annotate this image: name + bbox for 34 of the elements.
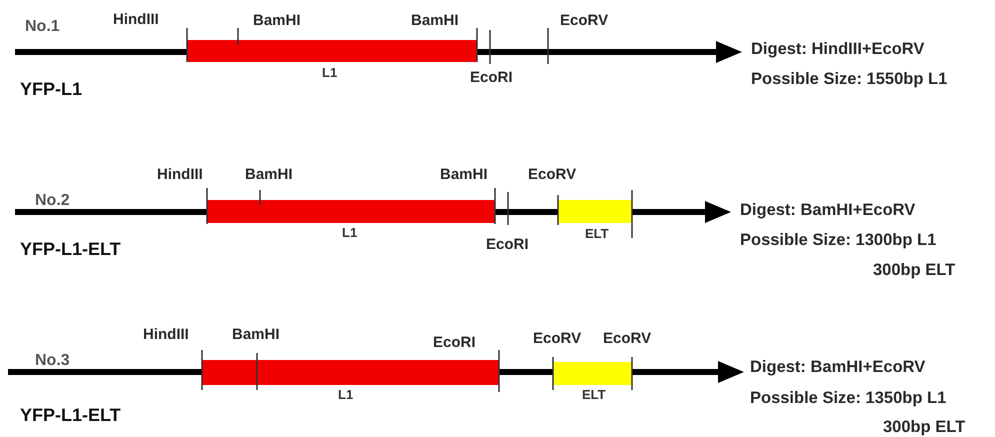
site-label: EcoRI: [486, 237, 529, 254]
construct-number: No.1: [25, 18, 60, 36]
construct-name: YFP-L1-ELT: [20, 406, 121, 426]
site-label: EcoRV: [560, 13, 608, 30]
site-label: HindIII: [143, 327, 189, 344]
size-note: 300bp ELT: [873, 261, 956, 280]
site-label: BamHI: [245, 167, 293, 184]
insert-label: L1: [342, 226, 358, 240]
size-note: Possible Size: 1300bp L1: [740, 231, 936, 250]
construct-number: No.2: [35, 192, 70, 210]
insert-label: L1: [338, 388, 354, 402]
site-label: EcoRV: [603, 331, 652, 348]
size-note: Possible Size: 1550bp L1: [751, 70, 948, 88]
size-note: Possible Size: 1350bp L1: [750, 389, 946, 408]
site-label: BamHI: [253, 13, 301, 30]
construct-number: No.3: [35, 352, 70, 370]
insert-label: ELT: [582, 388, 606, 402]
site-label: EcoRV: [533, 331, 582, 348]
site-label: EcoRI: [433, 335, 476, 352]
construct-name: YFP-L1-ELT: [20, 240, 121, 260]
site-label: BamHI: [232, 327, 280, 344]
digest-note: Digest: BamHI+EcoRV: [750, 358, 926, 376]
site-label: EcoRI: [470, 70, 513, 86]
insert-label: ELT: [585, 227, 609, 242]
construct-name: YFP-L1: [20, 80, 82, 100]
digest-note: Digest: HindIII+EcoRV: [751, 40, 924, 58]
digest-note: Digest: BamHI+EcoRV: [740, 201, 916, 220]
size-note: 300bp ELT: [883, 418, 966, 436]
insert-label: L1: [322, 66, 338, 80]
site-label: HindIII: [113, 12, 159, 28]
site-label: EcoRV: [528, 167, 576, 184]
site-label: BamHI: [411, 13, 459, 30]
site-label: BamHI: [440, 167, 488, 184]
site-label: HindIII: [157, 167, 203, 184]
